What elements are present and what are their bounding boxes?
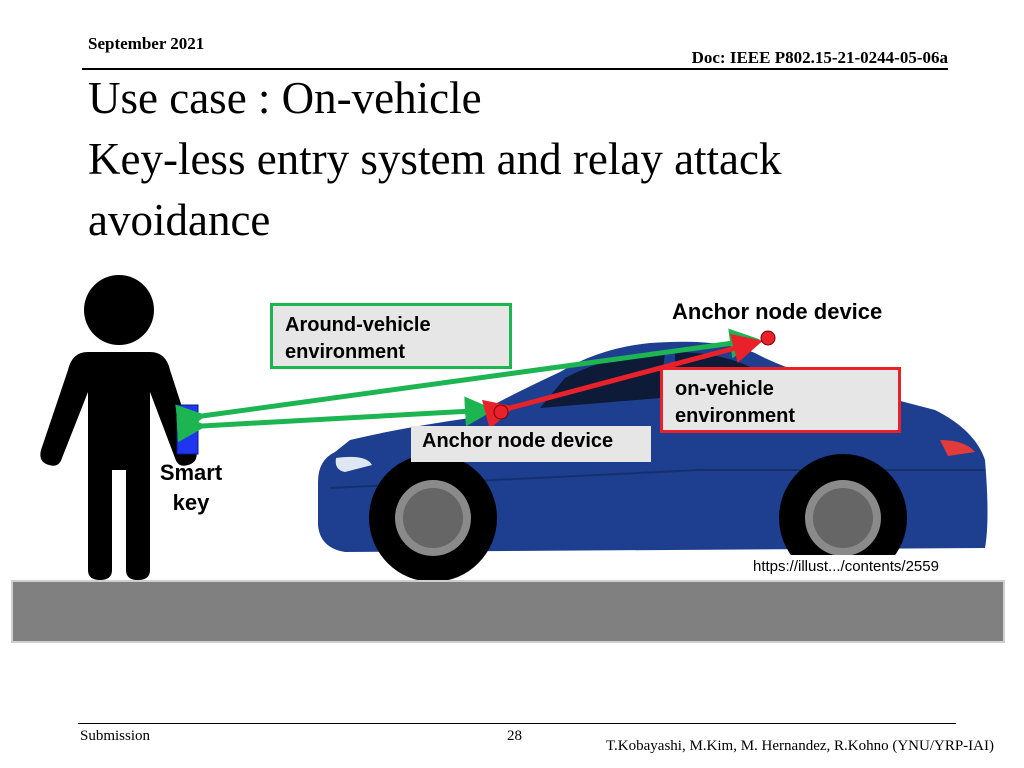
header-date: September 2021 — [88, 34, 205, 53]
title-line-1: Use case : On-vehicle — [88, 73, 482, 123]
slide-title: Use case : On-vehicle Key-less entry sys… — [88, 68, 968, 251]
footer-divider — [78, 723, 956, 724]
smart-key-label: Smart key — [145, 458, 237, 518]
anchor-node-bottom-label: Anchor node device — [411, 426, 651, 462]
ground-bar — [11, 580, 1005, 643]
around-vehicle-label-1: Around-vehicle — [285, 314, 431, 336]
on-vehicle-label-2: environment — [675, 405, 796, 427]
title-line-2: Key-less entry system and relay attack — [88, 134, 782, 184]
anchor-node-top-icon — [760, 330, 776, 346]
smart-key-label-1: Smart — [159, 460, 223, 485]
anchor-node-top-label: Anchor node device — [672, 299, 883, 324]
title-line-3: avoidance — [88, 195, 271, 245]
on-vehicle-environment-box: on-vehicle environment — [660, 367, 901, 433]
around-vehicle-label-2: environment — [285, 341, 406, 363]
around-vehicle-environment-box: Around-vehicle environment — [270, 303, 512, 369]
person-icon — [40, 275, 197, 580]
footer-submission: Submission — [80, 728, 151, 744]
on-vehicle-label-1: on-vehicle — [675, 378, 774, 400]
header-divider — [82, 68, 948, 70]
smart-key-icon — [176, 404, 199, 455]
page-number: 28 — [507, 728, 522, 744]
anchor-node-bottom-icon — [493, 404, 509, 420]
on-vehicle-link — [481, 333, 763, 429]
around-vehicle-link-bottom — [176, 396, 495, 443]
header-doc-id: Doc: IEEE P802.15-21-0244-05-06a — [691, 48, 948, 67]
image-credit-url: https://illust.../contents/2559 — [744, 555, 1006, 582]
footer-authors: T.Kobayashi, M.Kim, M. Hernandez, R.Kohn… — [606, 738, 994, 754]
smart-key-label-2: key — [172, 490, 210, 515]
